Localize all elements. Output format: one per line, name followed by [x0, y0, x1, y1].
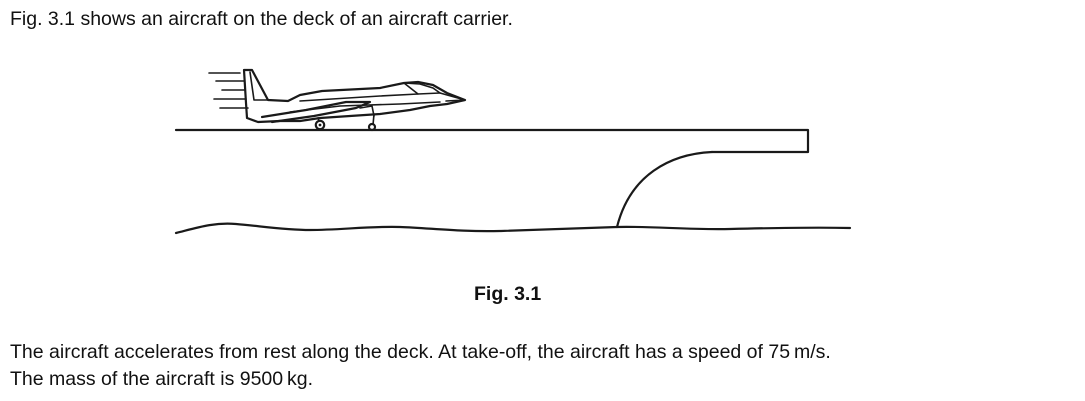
paragraph-line-2: The mass of the aircraft is 9500 kg.: [10, 368, 314, 390]
aircraft-icon: [242, 68, 467, 132]
carrier-deck: [174, 128, 810, 229]
motion-lines: [208, 72, 249, 109]
sea-surface: [174, 222, 852, 235]
intro-text: Fig. 3.1 shows an aircraft on the deck o…: [10, 8, 513, 30]
paragraph-line-1: The aircraft accelerates from rest along…: [10, 341, 831, 363]
figure-caption: Fig. 3.1: [474, 283, 542, 305]
figure-3-1: [174, 68, 852, 235]
